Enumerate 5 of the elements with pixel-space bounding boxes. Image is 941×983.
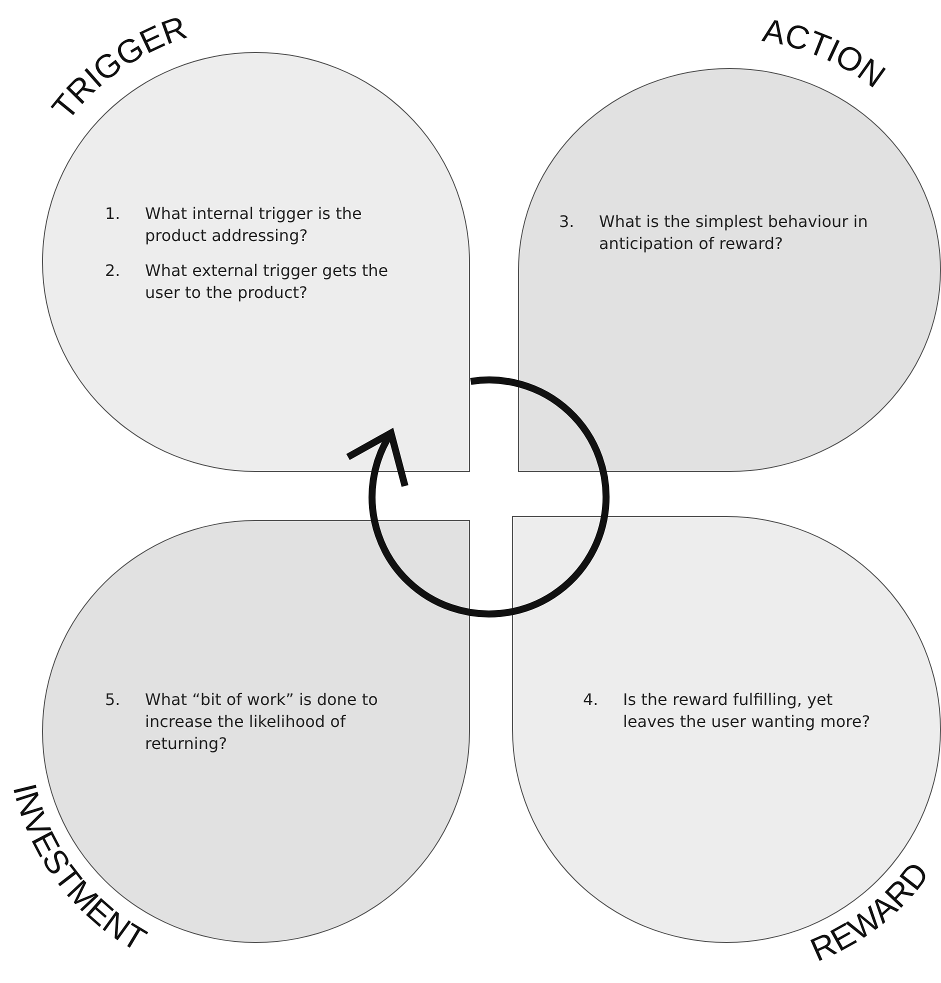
question-text: 2. What external trigger gets the user to the product?	[105, 260, 390, 304]
question-text: 5. What “bit of work” is done to increase the likelihood of returning?	[105, 689, 379, 755]
question-text: 1. What internal trigger is the product addressing?	[105, 203, 363, 247]
question-text: 3. What is the simplest behaviour in anticipation of reward?	[559, 211, 869, 255]
question-text: 4. Is the reward fulfilling, yet leaves the user wanting more?	[583, 689, 872, 733]
